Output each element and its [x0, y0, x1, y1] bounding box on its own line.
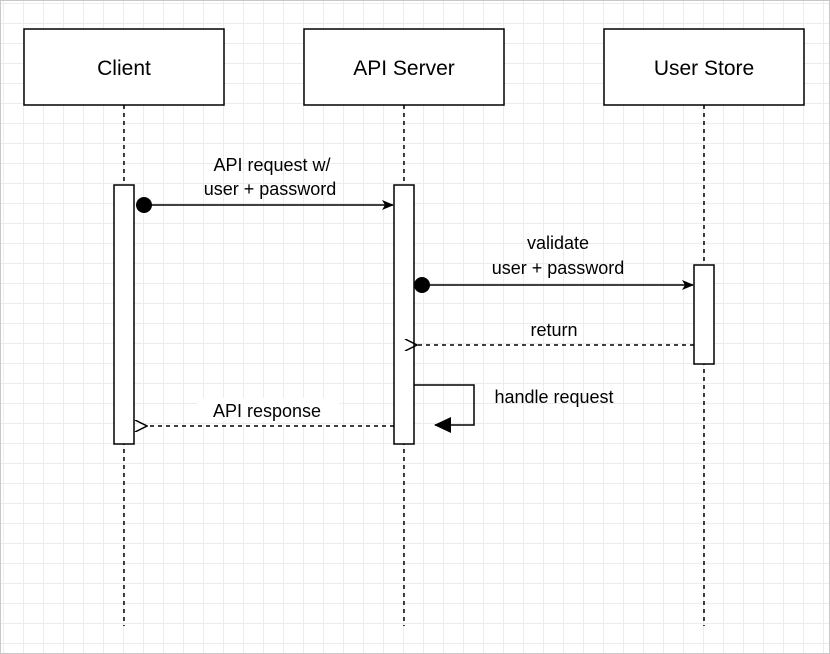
self-message-loop	[414, 384, 475, 426]
participant-user-store-box	[603, 28, 805, 106]
participant-user-store[interactable]: User Store	[603, 28, 805, 106]
participant-client-box	[23, 28, 225, 106]
self-message-arrowhead	[434, 417, 451, 433]
message-api-request[interactable]: API request w/ user + password	[136, 155, 394, 213]
message-return[interactable]: return	[417, 320, 694, 345]
client-activation-bar[interactable]	[113, 184, 135, 445]
participant-client-label: Client	[97, 57, 151, 80]
participant-client[interactable]: Client	[23, 28, 225, 106]
participant-api-server[interactable]: API Server	[303, 28, 505, 106]
message-label-line2: user + password	[204, 179, 337, 199]
message-api-response[interactable]: API response	[147, 398, 394, 426]
message-label-line2: user + password	[492, 258, 625, 278]
message-handle-request[interactable]: handle request	[414, 384, 614, 433]
api-server-activation-bar[interactable]	[393, 184, 415, 445]
message-validate[interactable]: validate user + password	[414, 233, 694, 293]
message-label-line1: validate	[527, 233, 589, 253]
message-label: handle request	[494, 387, 613, 407]
message-label-background	[197, 398, 339, 422]
participant-api-server-box	[303, 28, 505, 106]
message-label: return	[530, 320, 577, 340]
message-label-line1: API request w/	[213, 155, 330, 175]
user-store-activation-bar[interactable]	[693, 264, 715, 365]
message-label: API response	[213, 401, 321, 421]
participant-api-server-label: API Server	[353, 57, 455, 80]
participant-user-store-label: User Store	[654, 57, 754, 80]
